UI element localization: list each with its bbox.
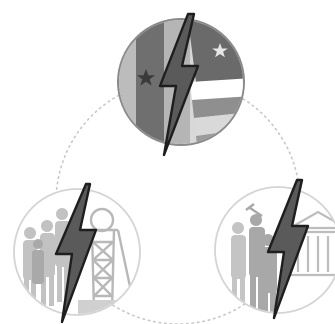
flag-circle [110,14,260,155]
mine-workers-circle [14,184,140,322]
government-building-circle [215,180,335,318]
